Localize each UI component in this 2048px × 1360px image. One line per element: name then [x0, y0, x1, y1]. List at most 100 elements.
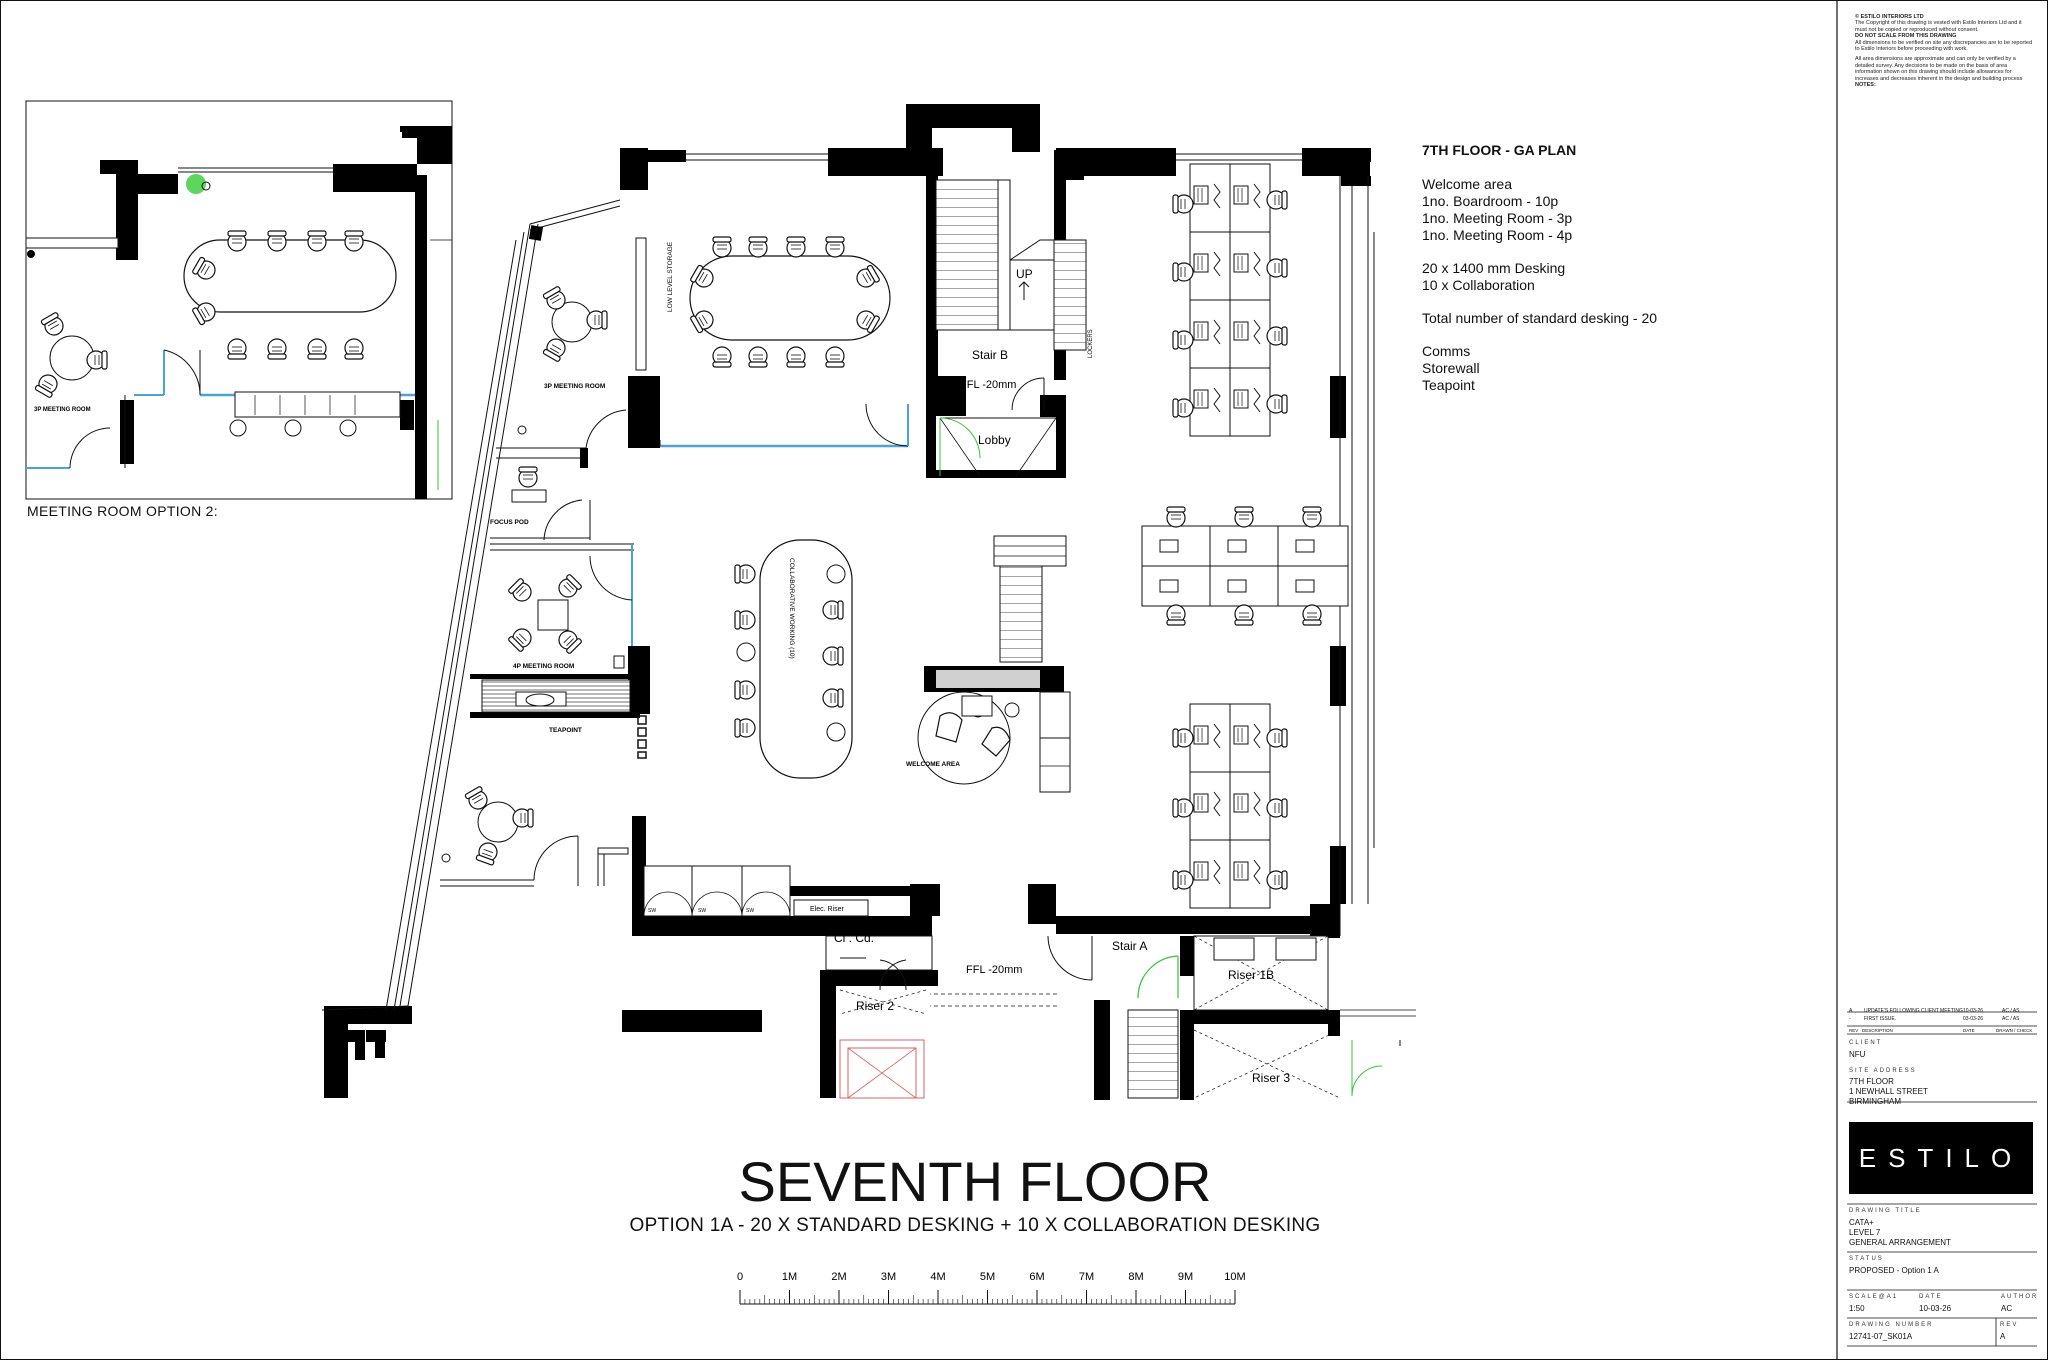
rev-a-code: A: [1849, 1008, 1853, 1014]
rev-header-date: DATE: [1963, 1028, 1975, 1033]
boardroom: LOW LEVEL STORAGE: [635, 236, 909, 448]
rev-a-date: 10-03-26: [1963, 1008, 1984, 1014]
summary-line: Storewall: [1422, 360, 1480, 376]
riser-3-label: Riser 3: [1252, 1071, 1290, 1085]
summary-group-1: Welcome area 1no. Boardroom - 10p 1no. M…: [1422, 176, 1722, 244]
rev-a-by: AC / AS: [2002, 1008, 2020, 1014]
inset-plan: 3P MEETING ROOM: [25, 100, 453, 500]
summary-line: 20 x 1400 mm Desking: [1422, 260, 1566, 276]
teapoint-label: TEAPOINT: [549, 727, 582, 734]
rev-first-by: AC / AS: [2002, 1016, 2020, 1022]
sw-label-3: SW: [746, 908, 754, 914]
area-summary: 7TH FLOOR - GA PLAN Welcome area 1no. Bo…: [1422, 142, 1722, 410]
scale-label: 5M: [980, 1271, 995, 1283]
lockers-label: LOCKERS: [1088, 329, 1094, 358]
cl-cd-label: Cl . Cd.: [834, 931, 874, 945]
scale-label: 7M: [1079, 1271, 1094, 1283]
rev-value: A: [2000, 1332, 2006, 1341]
teapoint: TEAPOINT: [481, 655, 647, 759]
collaborative-working-label: COLLABORATIVE WORKING (10): [788, 558, 795, 659]
summary-line: Total number of standard desking - 20: [1422, 310, 1658, 326]
summary-line: Welcome area: [1422, 176, 1513, 192]
low-level-storage-label: LOW LEVEL STORAGE: [667, 241, 674, 312]
client-value: NFU: [1849, 1050, 1866, 1059]
ffl-bottom-label: FFL -20mm: [966, 964, 1022, 976]
inset-caption: MEETING ROOM OPTION 2:: [27, 503, 218, 519]
rev-first-code: -: [1849, 1016, 1851, 1022]
welcome-area: WELCOME AREA: [906, 535, 1071, 793]
client-label: CLIENT: [1849, 1040, 1883, 1046]
rev-label: REV: [2000, 1322, 2019, 1328]
facade-lines: [321, 153, 1375, 1011]
inset-meeting-room-3p-label: 3P MEETING ROOM: [34, 407, 91, 413]
summary-group-3: Total number of standard desking - 20: [1422, 310, 1722, 327]
estilo-logo: ESTILO: [1849, 1122, 2033, 1194]
scale-label: 9M: [1178, 1271, 1193, 1283]
summary-line: Teapoint: [1422, 377, 1475, 393]
desk-bank-top-right: [1172, 163, 1288, 437]
scale-label: 10M: [1224, 1271, 1245, 1283]
summary-group-2: 20 x 1400 mm Desking 10 x Collaboration: [1422, 260, 1722, 294]
date-label: DATE: [1919, 1294, 1943, 1300]
riser-1b-label: Riser 1B: [1228, 968, 1274, 982]
note-do-not-scale: DO NOT SCALE FROM THIS DRAWING: [1855, 33, 1957, 40]
author-label: AUTHOR: [2001, 1294, 2039, 1300]
note-dimensions: All dimensions to be verified on site an…: [1855, 39, 2033, 53]
riser-2-label: Riser 2: [856, 999, 894, 1013]
summary-line: 1no. Meeting Room - 3p: [1422, 210, 1573, 226]
stair-b: UP Stair B FFL -20mm Lobby LOCKERS: [926, 179, 1094, 478]
sw-label-1: SW: [648, 908, 656, 914]
summary-line: Comms: [1422, 343, 1471, 359]
subtitle: OPTION 1A - 20 X STANDARD DESKING + 10 X…: [629, 1215, 1321, 1236]
scale-label: 6M: [1029, 1271, 1044, 1283]
scale-label: 1M: [782, 1271, 797, 1283]
scale-label: 0: [737, 1271, 743, 1283]
site-line-3: BIRMINGHAM: [1849, 1097, 1901, 1106]
outer-walls: [324, 104, 1371, 1100]
rev-a-desc: UPDATE'S FOLLOWING CLIENT MEETING: [1864, 1008, 1963, 1014]
up-label: UP: [1016, 267, 1033, 281]
scale-label: 4M: [930, 1271, 945, 1283]
site-line-2: 1 NEWHALL STREET: [1849, 1087, 1928, 1096]
storewall: SW SW SW Elec. Riser: [643, 865, 869, 917]
summary-group-4: Comms Storewall Teapoint: [1422, 343, 1722, 394]
rev-header-desc: DESCRIPTION: [1862, 1028, 1893, 1033]
stair-b-label: Stair B: [972, 348, 1008, 362]
note-copyright-holder: © ESTILO INTERIORS LTD: [1855, 14, 1924, 20]
breakout-area: [440, 785, 629, 887]
welcome-area-label: WELCOME AREA: [906, 761, 960, 768]
status-label: STATUS: [1849, 1256, 1884, 1262]
rev-first-desc: FIRST ISSUE.: [1864, 1016, 1897, 1022]
drawing-title-line-3: GENERAL ARRANGEMENT: [1849, 1238, 1951, 1247]
scale-label: 8M: [1128, 1271, 1143, 1283]
rev-first-date: 03-03-26: [1963, 1016, 1984, 1022]
scale-label: SCALE@A1: [1849, 1294, 1899, 1300]
summary-line: 10 x Collaboration: [1422, 277, 1535, 293]
note-notes-heading: NOTES:: [1855, 82, 1876, 89]
drawing-title-label: DRAWING TITLE: [1849, 1208, 1922, 1214]
title-block-lines: [1847, 1011, 2037, 1347]
stair-a-label: Stair A: [1112, 939, 1147, 953]
focus-pod-label: FOCUS POD: [490, 519, 529, 526]
meeting-room-3p: 3P MEETING ROOM: [496, 285, 627, 468]
desk-bank-middle: [1141, 506, 1349, 626]
scale-value: 1:50: [1849, 1304, 1865, 1313]
note-copyright: The Copyright of this drawing is vested …: [1855, 20, 2022, 33]
status-value: PROPOSED - Option 1 A: [1849, 1266, 1939, 1275]
meeting-room-4p-label: 4P MEETING ROOM: [513, 663, 574, 670]
collaborative-bench: COLLABORATIVE WORKING (10): [734, 539, 853, 779]
lobby-label: Lobby: [978, 433, 1011, 447]
drawing-title-line-2: LEVEL 7: [1849, 1228, 1881, 1237]
note-area: All area dimensions are approximate and …: [1855, 56, 2023, 82]
elec-riser-label: Elec. Riser: [810, 906, 845, 913]
core-bottom: Cl . Cd. FFL -20mm Stair A Riser 1B Rise…: [825, 931, 1416, 1099]
rev-header-rev: REV: [1849, 1028, 1859, 1033]
summary-line: 1no. Boardroom - 10p: [1422, 193, 1559, 209]
ffl-top-label: FFL -20mm: [960, 379, 1016, 391]
date-value: 10-03-26: [1919, 1304, 1952, 1313]
drawing-number-value: 12741-07_SK01A: [1849, 1332, 1913, 1341]
scale-label: 3M: [881, 1271, 896, 1283]
